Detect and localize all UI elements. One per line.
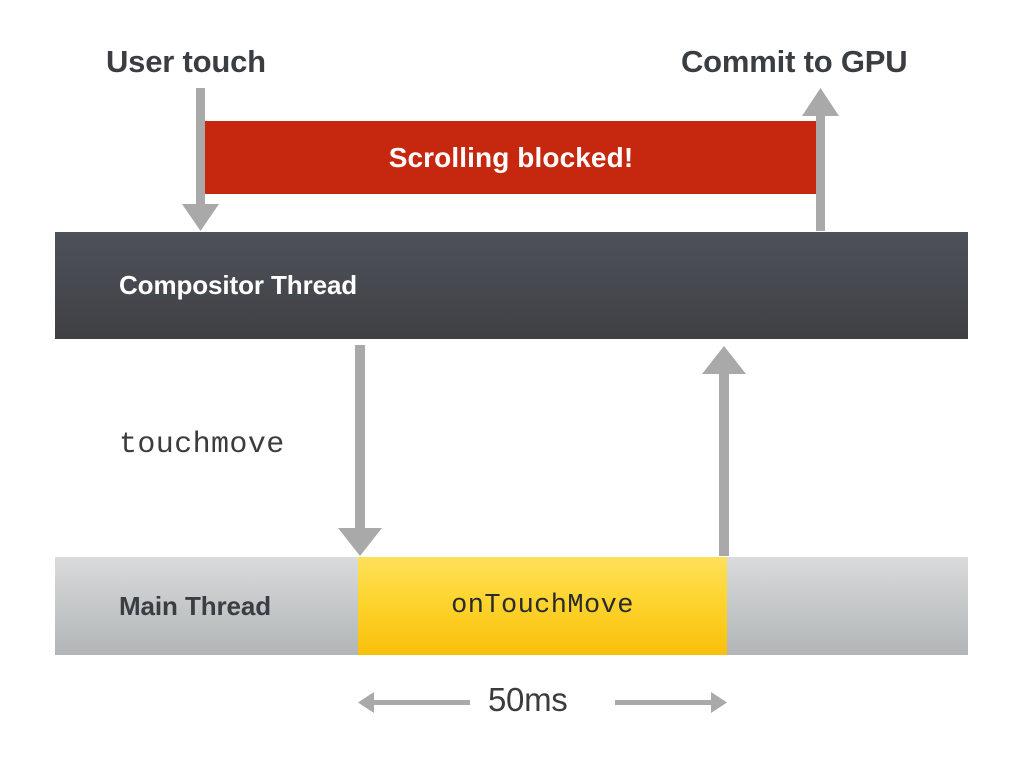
compositor-thread-label: Compositor Thread <box>119 270 358 300</box>
on-touch-move-label: onTouchMove <box>451 591 634 621</box>
compositor-thread-lane: Compositor Thread <box>55 232 968 339</box>
user-touch-label: User touch <box>106 44 266 79</box>
on-touch-move-block: onTouchMove <box>358 557 727 655</box>
main-thread-label: Main Thread <box>119 590 272 621</box>
duration-label: 50ms <box>488 681 568 718</box>
handler-return-arrow-icon <box>702 346 746 556</box>
scrolling-blocked-label: Scrolling blocked! <box>388 141 634 173</box>
touchmove-dispatch-arrow-icon <box>338 345 382 556</box>
touchmove-event-label: touchmove <box>119 428 285 462</box>
commit-to-gpu-label: Commit to GPU <box>681 44 908 79</box>
scrolling-blocked-bar: Scrolling blocked! <box>205 121 817 194</box>
duration-measure-left-icon <box>358 692 470 713</box>
duration-measure-right-icon <box>615 692 727 713</box>
